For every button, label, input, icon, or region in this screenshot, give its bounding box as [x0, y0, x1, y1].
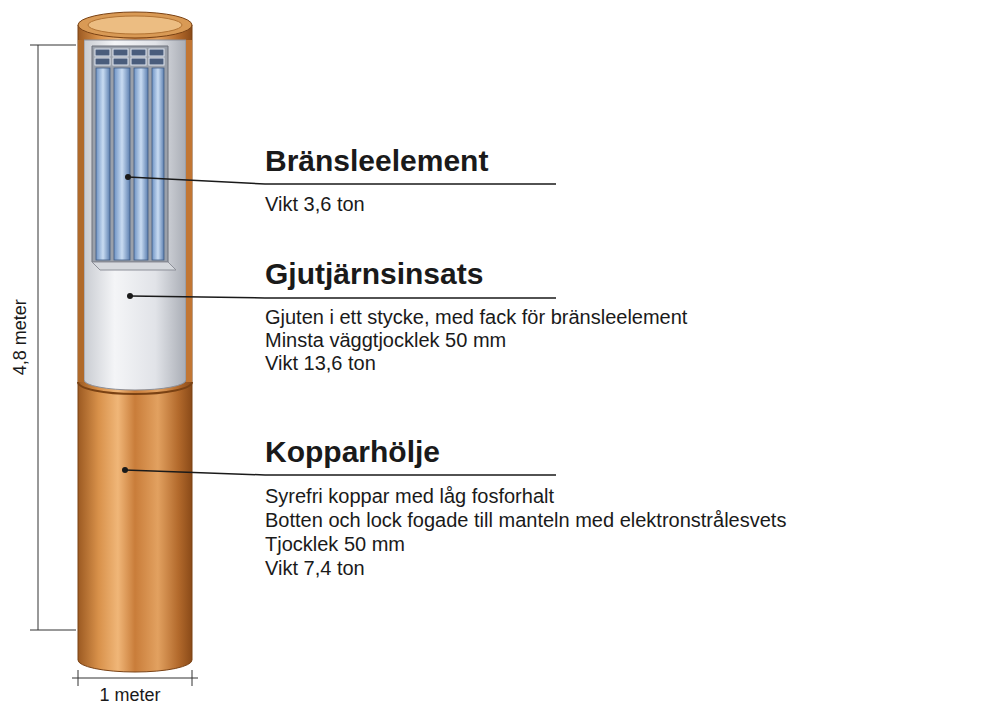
fuel-element-top	[131, 49, 146, 56]
insert-floor	[92, 262, 176, 270]
cast-iron-insert	[84, 40, 186, 390]
leader-line	[130, 296, 556, 298]
dimension-line	[72, 678, 198, 679]
part-note: Gjuten i ett stycke, med fack för bränsl…	[265, 306, 687, 329]
fuel-element	[96, 68, 110, 260]
fuel-element-top	[95, 49, 110, 56]
part-note: Syrefri koppar med låg fosforhalt	[265, 485, 554, 508]
dimension-label: 1 meter	[99, 685, 160, 706]
copper-cut-edge	[78, 382, 192, 394]
part-note: Tjocklek 50 mm	[265, 533, 405, 556]
part-note: Minsta väggtjocklek 50 mm	[265, 329, 506, 352]
part-heading: Gjutjärnsinsats	[265, 257, 483, 292]
part-heading: Kopparhölje	[265, 435, 440, 470]
dimension-line	[38, 45, 39, 630]
copper-shell	[78, 25, 192, 672]
dimension-label: 4,8 meter	[10, 299, 31, 375]
dimension-tick	[192, 670, 193, 686]
fuel-element	[114, 68, 130, 260]
copper-lid	[78, 12, 192, 38]
dimension-tick	[30, 630, 76, 631]
fuel-element	[134, 68, 148, 260]
lid-inner	[88, 16, 182, 34]
copper-wall-section	[186, 40, 192, 382]
part-note: Vikt 13,6 ton	[265, 352, 376, 375]
fuel-element	[152, 68, 164, 260]
fuel-element-top	[95, 58, 110, 65]
fuel-element-top	[113, 58, 128, 65]
fuel-element-top	[149, 58, 164, 65]
copper-wall-section	[78, 40, 84, 382]
part-note: Vikt 7,4 ton	[265, 557, 365, 580]
fuel-elements	[96, 68, 164, 260]
fuel-element-top	[131, 58, 146, 65]
fuel-channel-cut	[92, 46, 168, 262]
fuel-element-top	[149, 49, 164, 56]
leader-line	[125, 470, 556, 475]
part-note: Vikt 3,6 ton	[265, 193, 365, 216]
fuel-element-top	[113, 49, 128, 56]
part-note: Botten och lock fogade till manteln med …	[265, 509, 786, 532]
part-heading: Bränsleelement	[265, 144, 488, 179]
fuel-element-tops	[95, 49, 164, 65]
dimension-tick	[30, 45, 76, 46]
dimension-tick	[78, 670, 79, 686]
leader-line	[128, 177, 556, 184]
